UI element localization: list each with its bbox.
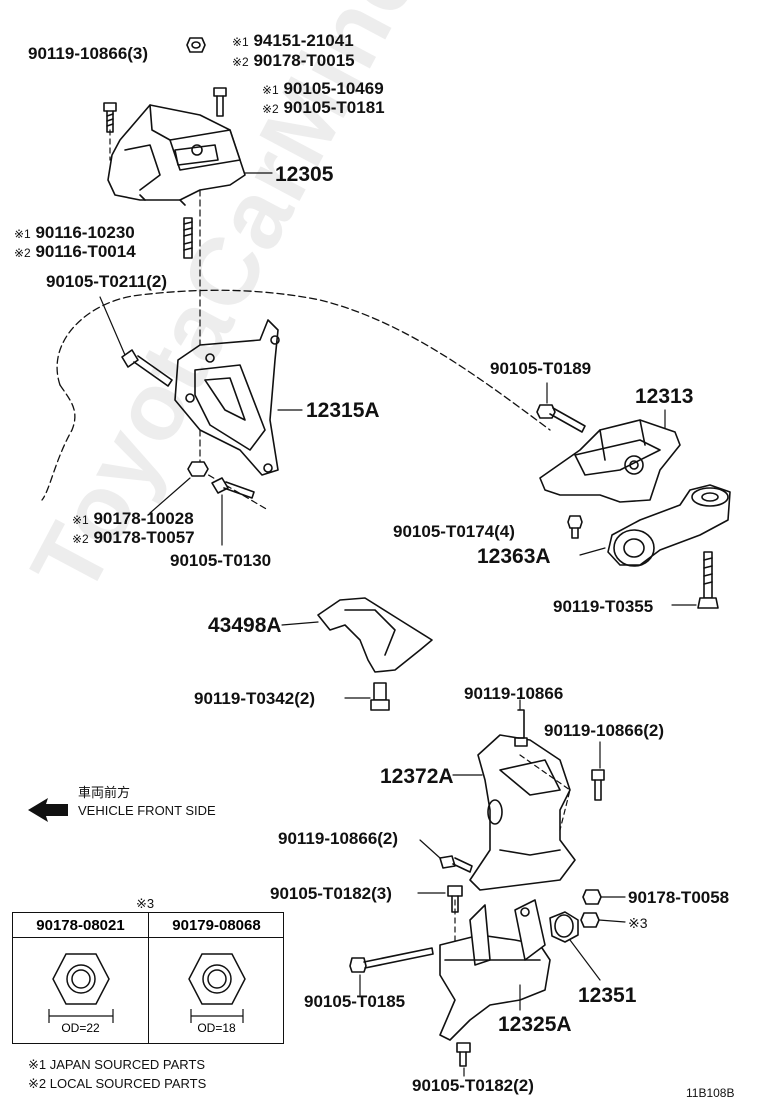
- part-label: 43498A: [208, 614, 282, 637]
- nut-icon: [186, 37, 206, 53]
- part-label: ※3: [628, 915, 648, 931]
- part-label: ※1 90178-10028: [72, 509, 194, 528]
- part-label: 90105-T0185: [304, 992, 406, 1011]
- bracket-12313: [539, 419, 681, 503]
- front-arrow-icon: [28, 798, 68, 822]
- diagram-code: 11B108B: [686, 1086, 735, 1100]
- bolt-icon: [514, 709, 528, 747]
- part-label: 90119-10866(2): [278, 829, 399, 848]
- bolt-icon: [121, 349, 173, 387]
- nut-icon: [582, 889, 602, 905]
- nut-icon: [580, 912, 600, 928]
- bolt-icon: [213, 87, 227, 117]
- part-label: ※2 90178-T0057: [72, 528, 195, 547]
- part-label: 90119-10866: [464, 684, 564, 703]
- engine-mount-12305: [107, 104, 246, 206]
- bracket-12372A: [469, 734, 576, 891]
- part-label: 90105-T0182(3): [270, 884, 392, 903]
- part-label: 12315A: [306, 399, 380, 422]
- front-side-en: VEHICLE FRONT SIDE: [78, 803, 216, 818]
- bushing-12351: [549, 911, 579, 943]
- part-label: 90119-T0355: [553, 597, 654, 616]
- legend-cell: 90179-08068 OD=18: [148, 913, 284, 1043]
- part-label: 90105-T0174(4): [393, 522, 515, 541]
- bolt-icon: [103, 102, 117, 133]
- part-label: 90119-10866(3): [28, 44, 149, 63]
- part-label: ※2 90105-T0181: [262, 98, 385, 117]
- part-label: 12351: [578, 984, 637, 1007]
- legend-od: OD=18: [197, 1021, 236, 1035]
- leader: [579, 547, 606, 556]
- bolt-icon: [439, 855, 473, 873]
- front-side-jp: 車両前方: [78, 785, 131, 800]
- bolt-icon: [536, 404, 586, 433]
- nut-legend-table: 90178-08021 OD=22 90179-08068 OD=18: [12, 912, 284, 1044]
- part-label: ※1 90116-10230: [14, 223, 135, 242]
- part-label: 90105-T0189: [490, 359, 592, 378]
- bolt-icon: [697, 551, 719, 609]
- alignment-line: [519, 754, 571, 831]
- leader: [569, 939, 601, 981]
- engine-outline-left: [41, 384, 76, 501]
- bolt-icon: [456, 1042, 471, 1067]
- part-label: 90119-T0342(2): [194, 689, 315, 708]
- bolt-icon: [591, 769, 605, 801]
- part-label: ※2 90178-T0015: [232, 51, 355, 70]
- note-local: ※2 LOCAL SOURCED PARTS: [28, 1076, 207, 1091]
- legend-mark: ※3: [136, 896, 155, 911]
- note-japan: ※1 JAPAN SOURCED PARTS: [28, 1057, 206, 1072]
- dimension-line: [190, 1009, 244, 1023]
- part-label: ※2 90116-T0014: [14, 242, 136, 261]
- part-label: 90105-T0182(2): [412, 1076, 534, 1095]
- bolt-icon: [211, 477, 255, 499]
- leader: [598, 919, 626, 923]
- leader: [419, 839, 441, 859]
- part-label: 90119-10866(2): [544, 721, 665, 740]
- leader: [149, 477, 191, 514]
- part-label: 12305: [275, 163, 334, 186]
- stud-icon: [183, 217, 193, 259]
- part-label: 12363A: [477, 545, 551, 568]
- part-label: ※1 94151-21041: [232, 31, 354, 50]
- dimension-line: [48, 1009, 114, 1023]
- leader: [281, 621, 319, 626]
- legend-od: OD=22: [61, 1021, 100, 1035]
- bolt-icon: [567, 515, 583, 539]
- nut-icon: [187, 461, 209, 477]
- part-label: 12372A: [380, 765, 454, 788]
- part-label: 12325A: [498, 1013, 572, 1036]
- bolt-icon: [370, 682, 390, 711]
- part-label: 90105-T0130: [170, 551, 272, 570]
- nut-22-icon: [52, 953, 110, 1005]
- bolt-icon: [349, 947, 434, 973]
- bracket-12325A: [439, 899, 551, 1041]
- mount-12363A: [607, 484, 731, 567]
- part-label: 90105-T0211(2): [46, 272, 167, 291]
- nut-18-icon: [188, 953, 246, 1005]
- legend-cell: 90178-08021 OD=22: [13, 913, 148, 1043]
- cover-43498A: [317, 597, 433, 673]
- legend-header: 90179-08068: [149, 913, 284, 938]
- part-label: 90178-T0058: [628, 888, 730, 907]
- bracket-12315A: [174, 319, 280, 476]
- part-label: ※1 90105-10469: [262, 79, 384, 98]
- engine-outline: [56, 289, 551, 431]
- bolt-icon: [447, 885, 463, 913]
- legend-header: 90178-08021: [13, 913, 148, 938]
- leader: [99, 296, 126, 356]
- part-label: 12313: [635, 385, 694, 408]
